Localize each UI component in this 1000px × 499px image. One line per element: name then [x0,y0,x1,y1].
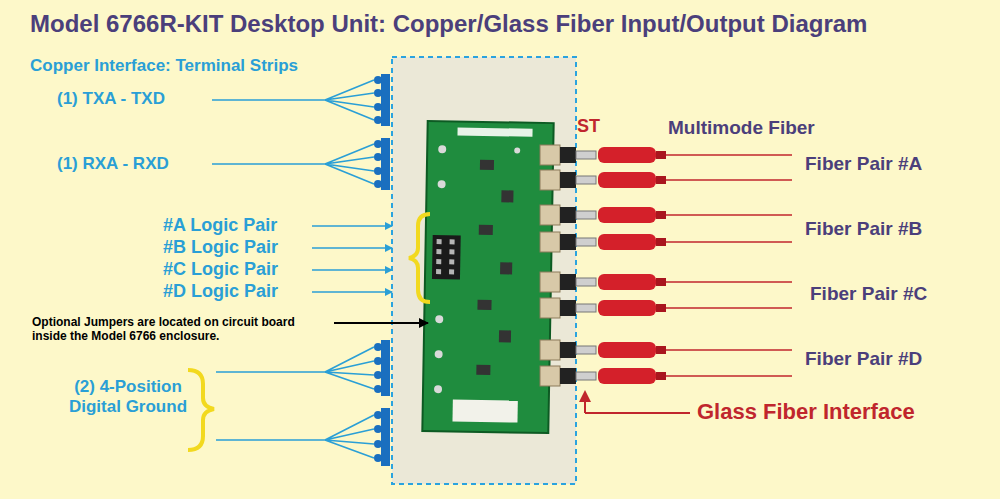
fiber-pair-label: Fiber Pair #C [810,283,927,305]
st-connectors [540,145,792,386]
ground-brace [188,370,214,450]
fiber-cables [666,155,792,376]
fiber-interface-leader [585,392,690,413]
fiber-pair-label: Fiber Pair #D [805,348,922,370]
cable-label: Multimode Fiber [668,117,815,139]
fiber-pair-label: Fiber Pair #B [805,218,922,240]
signal-label: (1) RXA - RXD [57,154,169,174]
enclosure-outline [392,57,576,484]
logic-brace [409,214,430,302]
signal-label: #A Logic Pair [163,215,277,236]
connector-label: ST [577,116,600,137]
signal-label: (1) TXA - TXD [57,89,165,109]
signal-label: #D Logic Pair [163,281,278,302]
signal-label: #B Logic Pair [163,237,278,258]
jumper-leader [334,322,428,324]
diagram-title: Model 6766R-KIT Desktop Unit: Copper/Gla… [30,10,867,38]
section-heading: Copper Interface: Terminal Strips [30,56,298,76]
signal-label: #C Logic Pair [163,259,278,280]
logic-arrows [312,226,392,292]
ground-label: (2) 4-Position Digital Ground [58,377,198,416]
interface-label: Glass Fiber Interface [697,399,915,424]
circuit-board [422,121,553,433]
fiber-pair-label: Fiber Pair #A [805,153,922,175]
note: Optional Jumpers are located on circuit … [32,316,328,344]
